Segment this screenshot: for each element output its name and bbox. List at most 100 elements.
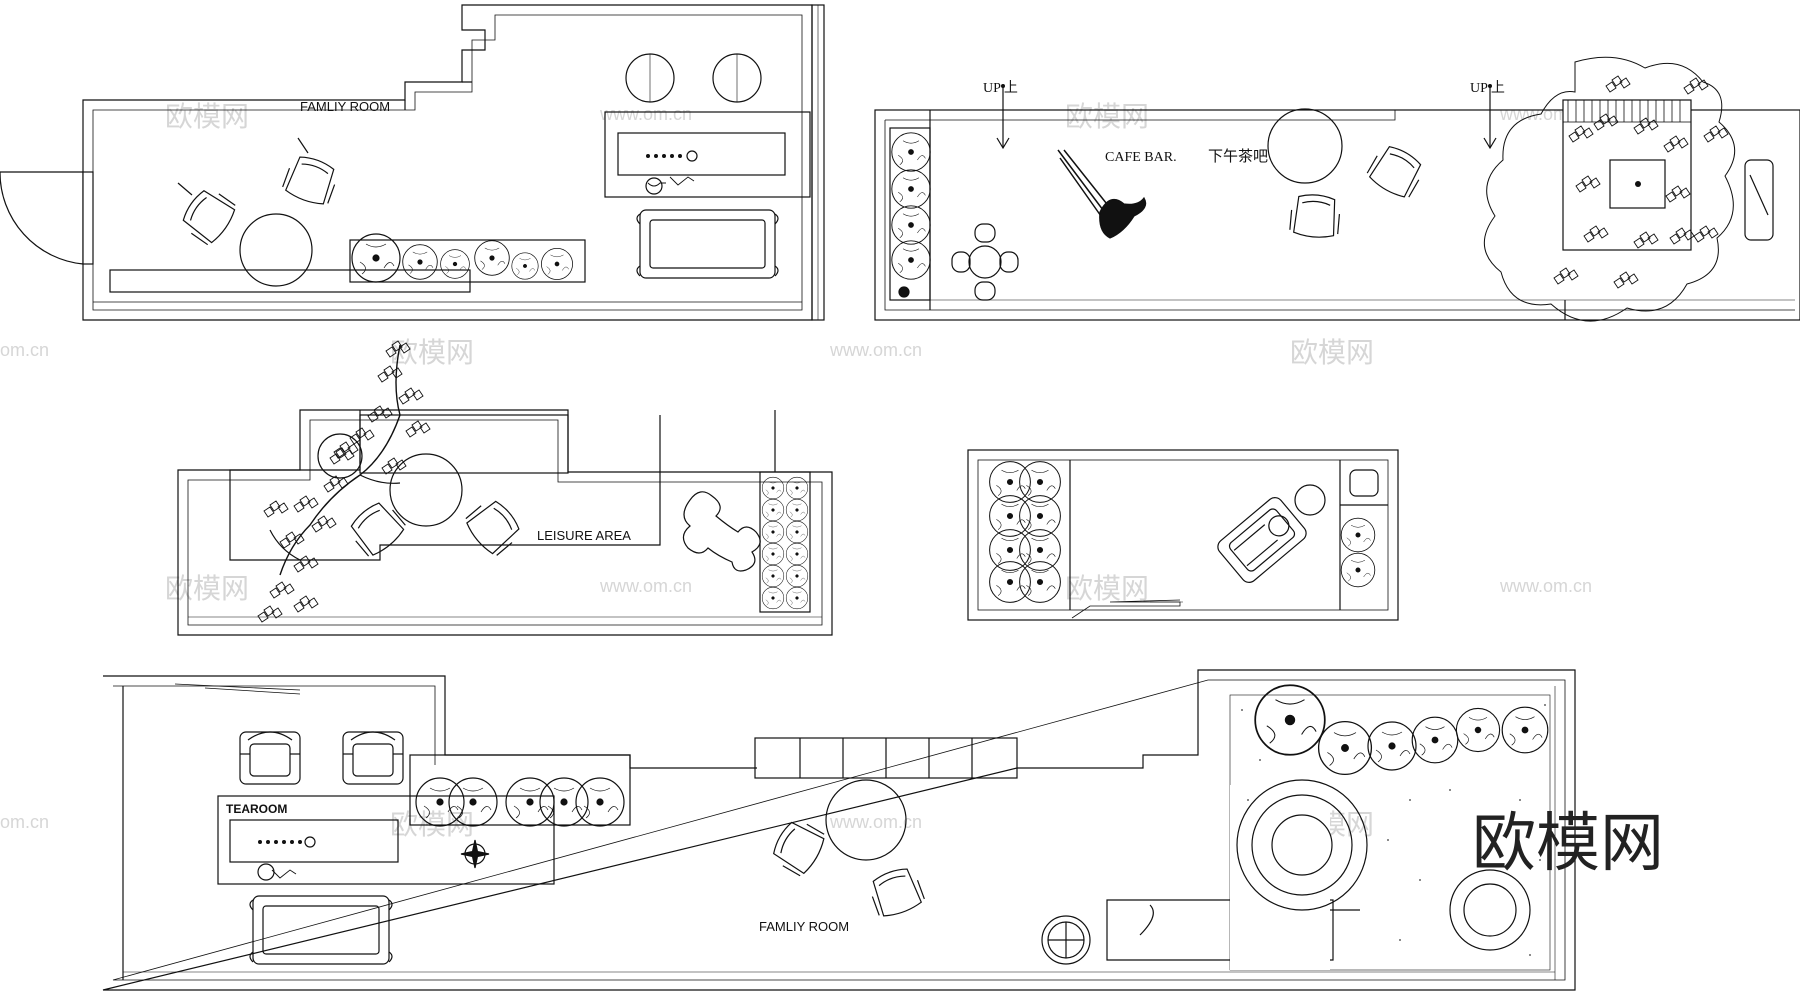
plan-5-armchair bbox=[342, 731, 404, 785]
plan-1-room-label: FAMLIY ROOM bbox=[300, 99, 390, 114]
plan-5-garden bbox=[1106, 684, 1551, 971]
plan-5-armchair bbox=[239, 731, 301, 785]
plan-2-lounger bbox=[1744, 159, 1774, 241]
watermark-url: www.om.cn bbox=[599, 104, 692, 124]
watermark-cn: 欧模网 bbox=[1065, 573, 1149, 604]
watermark-url: om.cn bbox=[0, 340, 49, 360]
plan-5-shrub bbox=[539, 777, 589, 827]
plan-3-tree bbox=[257, 340, 431, 623]
plan-2-swing-figure bbox=[1057, 149, 1147, 239]
plan-2-railing bbox=[1562, 99, 1692, 123]
plan-4-side-table bbox=[1294, 484, 1326, 516]
plan-1-shrub bbox=[440, 249, 470, 279]
plan-2-room-label-cn: 下午茶吧 bbox=[1208, 148, 1268, 165]
plan-4-lamp-box bbox=[1349, 469, 1379, 497]
watermark-cn: 欧模网 bbox=[390, 337, 474, 368]
plan-1-round-table bbox=[239, 213, 313, 287]
watermark-url: www.om.cn bbox=[829, 340, 922, 360]
plan-1-shrub bbox=[541, 248, 573, 280]
plan-2-outer-wall bbox=[874, 109, 1800, 321]
plan-2-chair bbox=[1364, 140, 1428, 203]
brand-logo: 欧模网 bbox=[1472, 807, 1664, 881]
plan-1-chair bbox=[280, 151, 342, 209]
watermark-url: www.om.cn bbox=[599, 576, 692, 596]
plan-1-shrub bbox=[402, 244, 438, 280]
brand-logo-text: 欧模网 bbox=[1472, 807, 1664, 881]
watermark-cn: 欧模网 bbox=[165, 573, 249, 604]
plan-4-inner-wall bbox=[977, 459, 1389, 611]
plan-3-round-table bbox=[389, 453, 463, 527]
plan-1-planter bbox=[349, 239, 586, 283]
plan-cafe-bar: UP 上 UP 上 CAFE BAR. 下午茶吧 bbox=[874, 56, 1800, 322]
plan-5-sofa bbox=[249, 895, 393, 965]
plan-3-inner-wall bbox=[187, 419, 823, 626]
plan-2-shrub bbox=[891, 205, 931, 245]
plan-1-small-plant bbox=[645, 177, 663, 195]
plan-4-shrub-grid bbox=[989, 461, 1376, 603]
watermark-url: om.cn bbox=[0, 812, 49, 832]
watermark-cn: 欧模网 bbox=[1290, 337, 1374, 368]
plan-1-sofa bbox=[636, 209, 779, 279]
plan-3-pet-rug bbox=[682, 491, 761, 572]
plan-3-shrub-column bbox=[761, 476, 809, 610]
plan-2-up-arrow bbox=[1483, 84, 1497, 150]
plan-1-step bbox=[404, 81, 472, 110]
plan-2-shrub bbox=[891, 132, 931, 172]
watermark-url: www.om.cn bbox=[829, 812, 922, 832]
plan-4-recliner-figure bbox=[1217, 497, 1307, 583]
plan-small-lounge bbox=[967, 449, 1399, 621]
plan-5-counter-top bbox=[229, 819, 399, 863]
plan-1-burners bbox=[646, 154, 682, 158]
plan-1-bar-counter bbox=[604, 111, 811, 198]
plan-5-shrub bbox=[575, 777, 625, 827]
plan-2-round-table bbox=[1267, 108, 1343, 184]
plan-5-chair bbox=[767, 815, 830, 879]
plan-3-deck bbox=[359, 414, 569, 474]
plan-1-chair bbox=[176, 183, 240, 249]
plan-2-table-set bbox=[951, 223, 1019, 301]
plan-3-platform bbox=[229, 410, 661, 561]
plan-5-planter bbox=[409, 754, 631, 826]
plan-3-chair bbox=[461, 494, 526, 560]
plan-5-room-label-family: FAMLIY ROOM bbox=[759, 919, 849, 934]
plan-5-round-window bbox=[1041, 915, 1091, 965]
plan-5-small-plant bbox=[257, 863, 275, 881]
plan-1-utensils bbox=[647, 176, 695, 187]
plan-5-counter bbox=[217, 795, 555, 885]
plan-2-chair bbox=[1288, 192, 1342, 240]
plan-5-round-table bbox=[825, 779, 907, 861]
plan-1-door bbox=[0, 171, 94, 265]
watermark-url: www.om.cn bbox=[1499, 576, 1592, 596]
plan-2-tree bbox=[1483, 56, 1736, 322]
plan-5-burners bbox=[258, 840, 302, 844]
watermark-layer: 欧模网 www.om.cn 欧模网 www.om.cn om.cn 欧模网 ww… bbox=[0, 101, 1592, 840]
plan-3-outer-wall bbox=[177, 409, 833, 636]
plan-5-compass-icon bbox=[460, 839, 490, 869]
plan-5-tap bbox=[304, 836, 316, 848]
plan-3-chair bbox=[344, 496, 410, 561]
plan-leisure-area: LEISURE AREA bbox=[177, 340, 833, 636]
plan-1-shrub bbox=[511, 252, 539, 280]
plan-2-planter bbox=[889, 127, 931, 301]
plan-1-shrub bbox=[351, 233, 401, 283]
plan-5-utensils bbox=[271, 869, 297, 879]
watermark-cn: 欧模网 bbox=[1065, 101, 1149, 132]
plan-2-up-label: UP 上 bbox=[983, 80, 1018, 96]
plan-4-steps bbox=[1071, 599, 1181, 619]
plan-5-sliding-door bbox=[754, 737, 1018, 779]
plan-famliy-room-top: FAMLIY ROOM bbox=[0, 4, 825, 321]
plan-3-room-label: LEISURE AREA bbox=[537, 528, 631, 543]
plan-2-room-label: CAFE BAR. bbox=[1105, 150, 1177, 165]
plan-1-bar-sink bbox=[617, 132, 786, 176]
plan-2-shrub bbox=[891, 169, 931, 209]
plan-tearoom: TEAROOM bbox=[102, 669, 1576, 991]
plan-5-window bbox=[170, 675, 301, 695]
plan-2-up-label: UP 上 bbox=[1470, 80, 1505, 96]
plan-1-wall-inner bbox=[92, 14, 803, 311]
plan-3-planter bbox=[759, 471, 811, 613]
plan-1-shrub bbox=[474, 240, 510, 276]
plan-5-chair bbox=[865, 863, 927, 921]
plan-4-outer-wall bbox=[967, 449, 1399, 621]
